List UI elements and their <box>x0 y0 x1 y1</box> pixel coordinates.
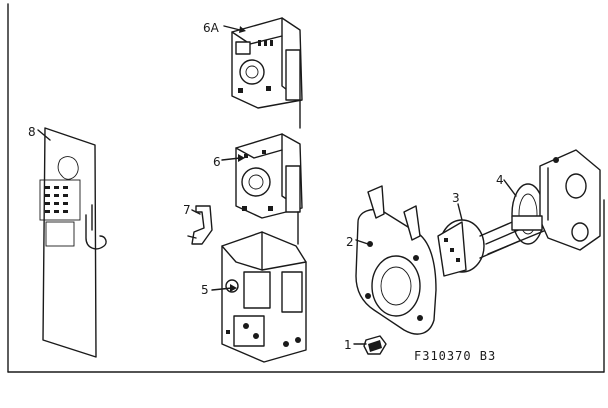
label-part-8: 8 <box>28 125 36 139</box>
element-housing <box>485 149 601 255</box>
leader-lines <box>37 25 517 345</box>
part-7-clip <box>187 205 213 245</box>
label-part-2: 2 <box>346 235 354 249</box>
part-6a-control-unit <box>231 17 303 129</box>
part-5-thermostat-body <box>221 231 307 363</box>
part-4-seal-ring <box>511 183 545 245</box>
part-2-gasket-plate <box>355 185 437 335</box>
part-6-control-unit <box>235 133 303 245</box>
label-part-6: 6 <box>213 155 221 169</box>
part-3-element-disc <box>437 209 541 277</box>
label-part-3: 3 <box>452 191 460 205</box>
label-part-7: 7 <box>183 203 191 217</box>
label-part-4: 4 <box>496 173 504 187</box>
label-part-6a: 6A <box>203 21 220 35</box>
label-part-1: 1 <box>344 338 352 352</box>
frame-lines <box>7 3 605 373</box>
part-8-bracket-plate <box>39 127 107 358</box>
figure-code: F310370 B3 <box>414 349 496 363</box>
label-part-5: 5 <box>201 283 209 297</box>
part-1-screw <box>363 335 387 355</box>
